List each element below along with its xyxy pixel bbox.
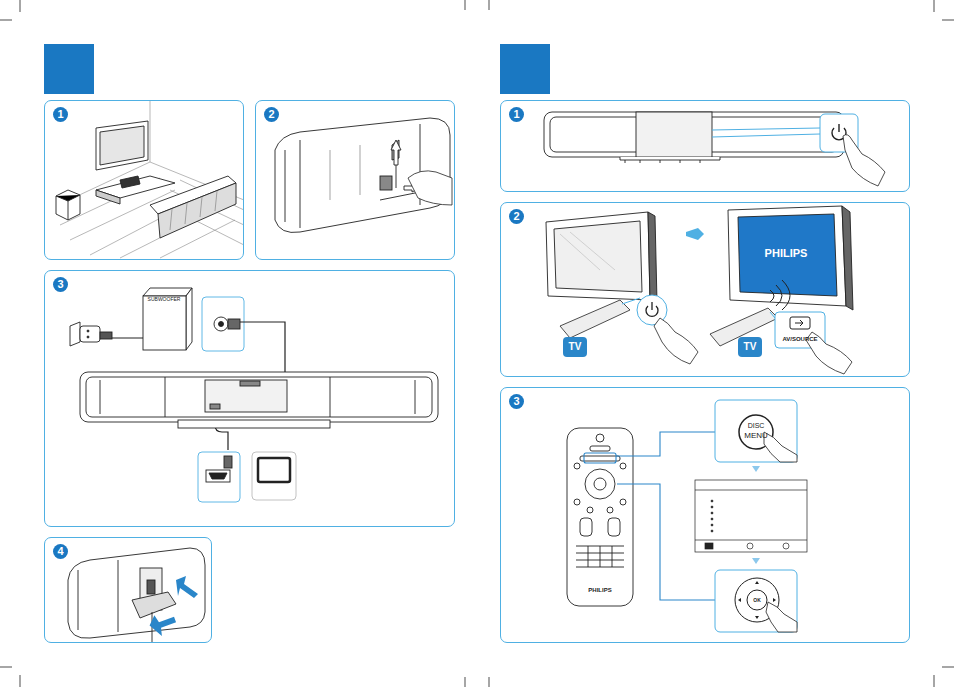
step-panel: 3 (500, 387, 910, 643)
step-panel: 4 (44, 537, 212, 643)
ir-beam (712, 128, 820, 137)
signal-waves (770, 280, 790, 310)
callout-number: 2 (264, 107, 279, 122)
hand (764, 432, 797, 462)
hand (843, 135, 885, 186)
source-icon (795, 320, 803, 326)
power-icon (646, 302, 658, 316)
button-label: OK (753, 598, 761, 603)
callout-number: 3 (53, 277, 68, 292)
callout-number: 1 (53, 107, 68, 122)
step-panel: 2 (255, 100, 455, 260)
tv-set (56, 121, 236, 238)
brand-logo: PHILIPS (588, 587, 611, 593)
hand (408, 171, 452, 205)
room-scene (58, 100, 244, 258)
step-panel: 1 (500, 100, 910, 192)
tv-icon (252, 452, 296, 500)
button-label: TV (744, 342, 757, 352)
soundbar-bracket (68, 548, 205, 643)
part-label: SUBWOOFER (148, 297, 181, 302)
section-square (500, 44, 550, 94)
callout-number: 2 (509, 209, 524, 224)
flow-arrow (752, 466, 760, 472)
hdmi-port (206, 456, 232, 482)
callout-box (198, 452, 240, 502)
soundbar-front (544, 112, 844, 163)
push-arrow (147, 576, 198, 639)
hand (654, 318, 852, 374)
callout-number: 1 (509, 107, 524, 122)
tv-button (563, 337, 587, 357)
step-panel: 1 (44, 100, 244, 260)
source-icon (790, 317, 810, 329)
subwoofer (143, 288, 192, 350)
menu-screen (695, 480, 807, 552)
transition-arrow (686, 228, 704, 240)
callout-box (202, 297, 244, 351)
callout-number: 4 (53, 544, 68, 559)
button-label: AV/SOURCE (782, 336, 817, 342)
soundbar (80, 372, 438, 428)
hand (766, 602, 797, 632)
tv-button (738, 337, 762, 357)
callout-number: 3 (509, 394, 524, 409)
step-panel: 2 (500, 202, 910, 377)
button-label: DISC (748, 422, 765, 429)
button-label: MENU (744, 432, 768, 440)
brand-logo: PHILIPS (765, 248, 808, 259)
section-square (44, 44, 94, 94)
flow-arrow (752, 558, 760, 564)
sub-connector (214, 317, 240, 331)
power-cable (112, 338, 143, 339)
step-panel: 3 (44, 270, 455, 527)
button-label: TV (569, 342, 582, 352)
tv-on (728, 206, 853, 310)
remote-control (567, 428, 633, 606)
button-callout (715, 570, 797, 632)
button-callout (715, 400, 797, 462)
power-plug (70, 322, 112, 346)
tv-off (546, 212, 657, 302)
